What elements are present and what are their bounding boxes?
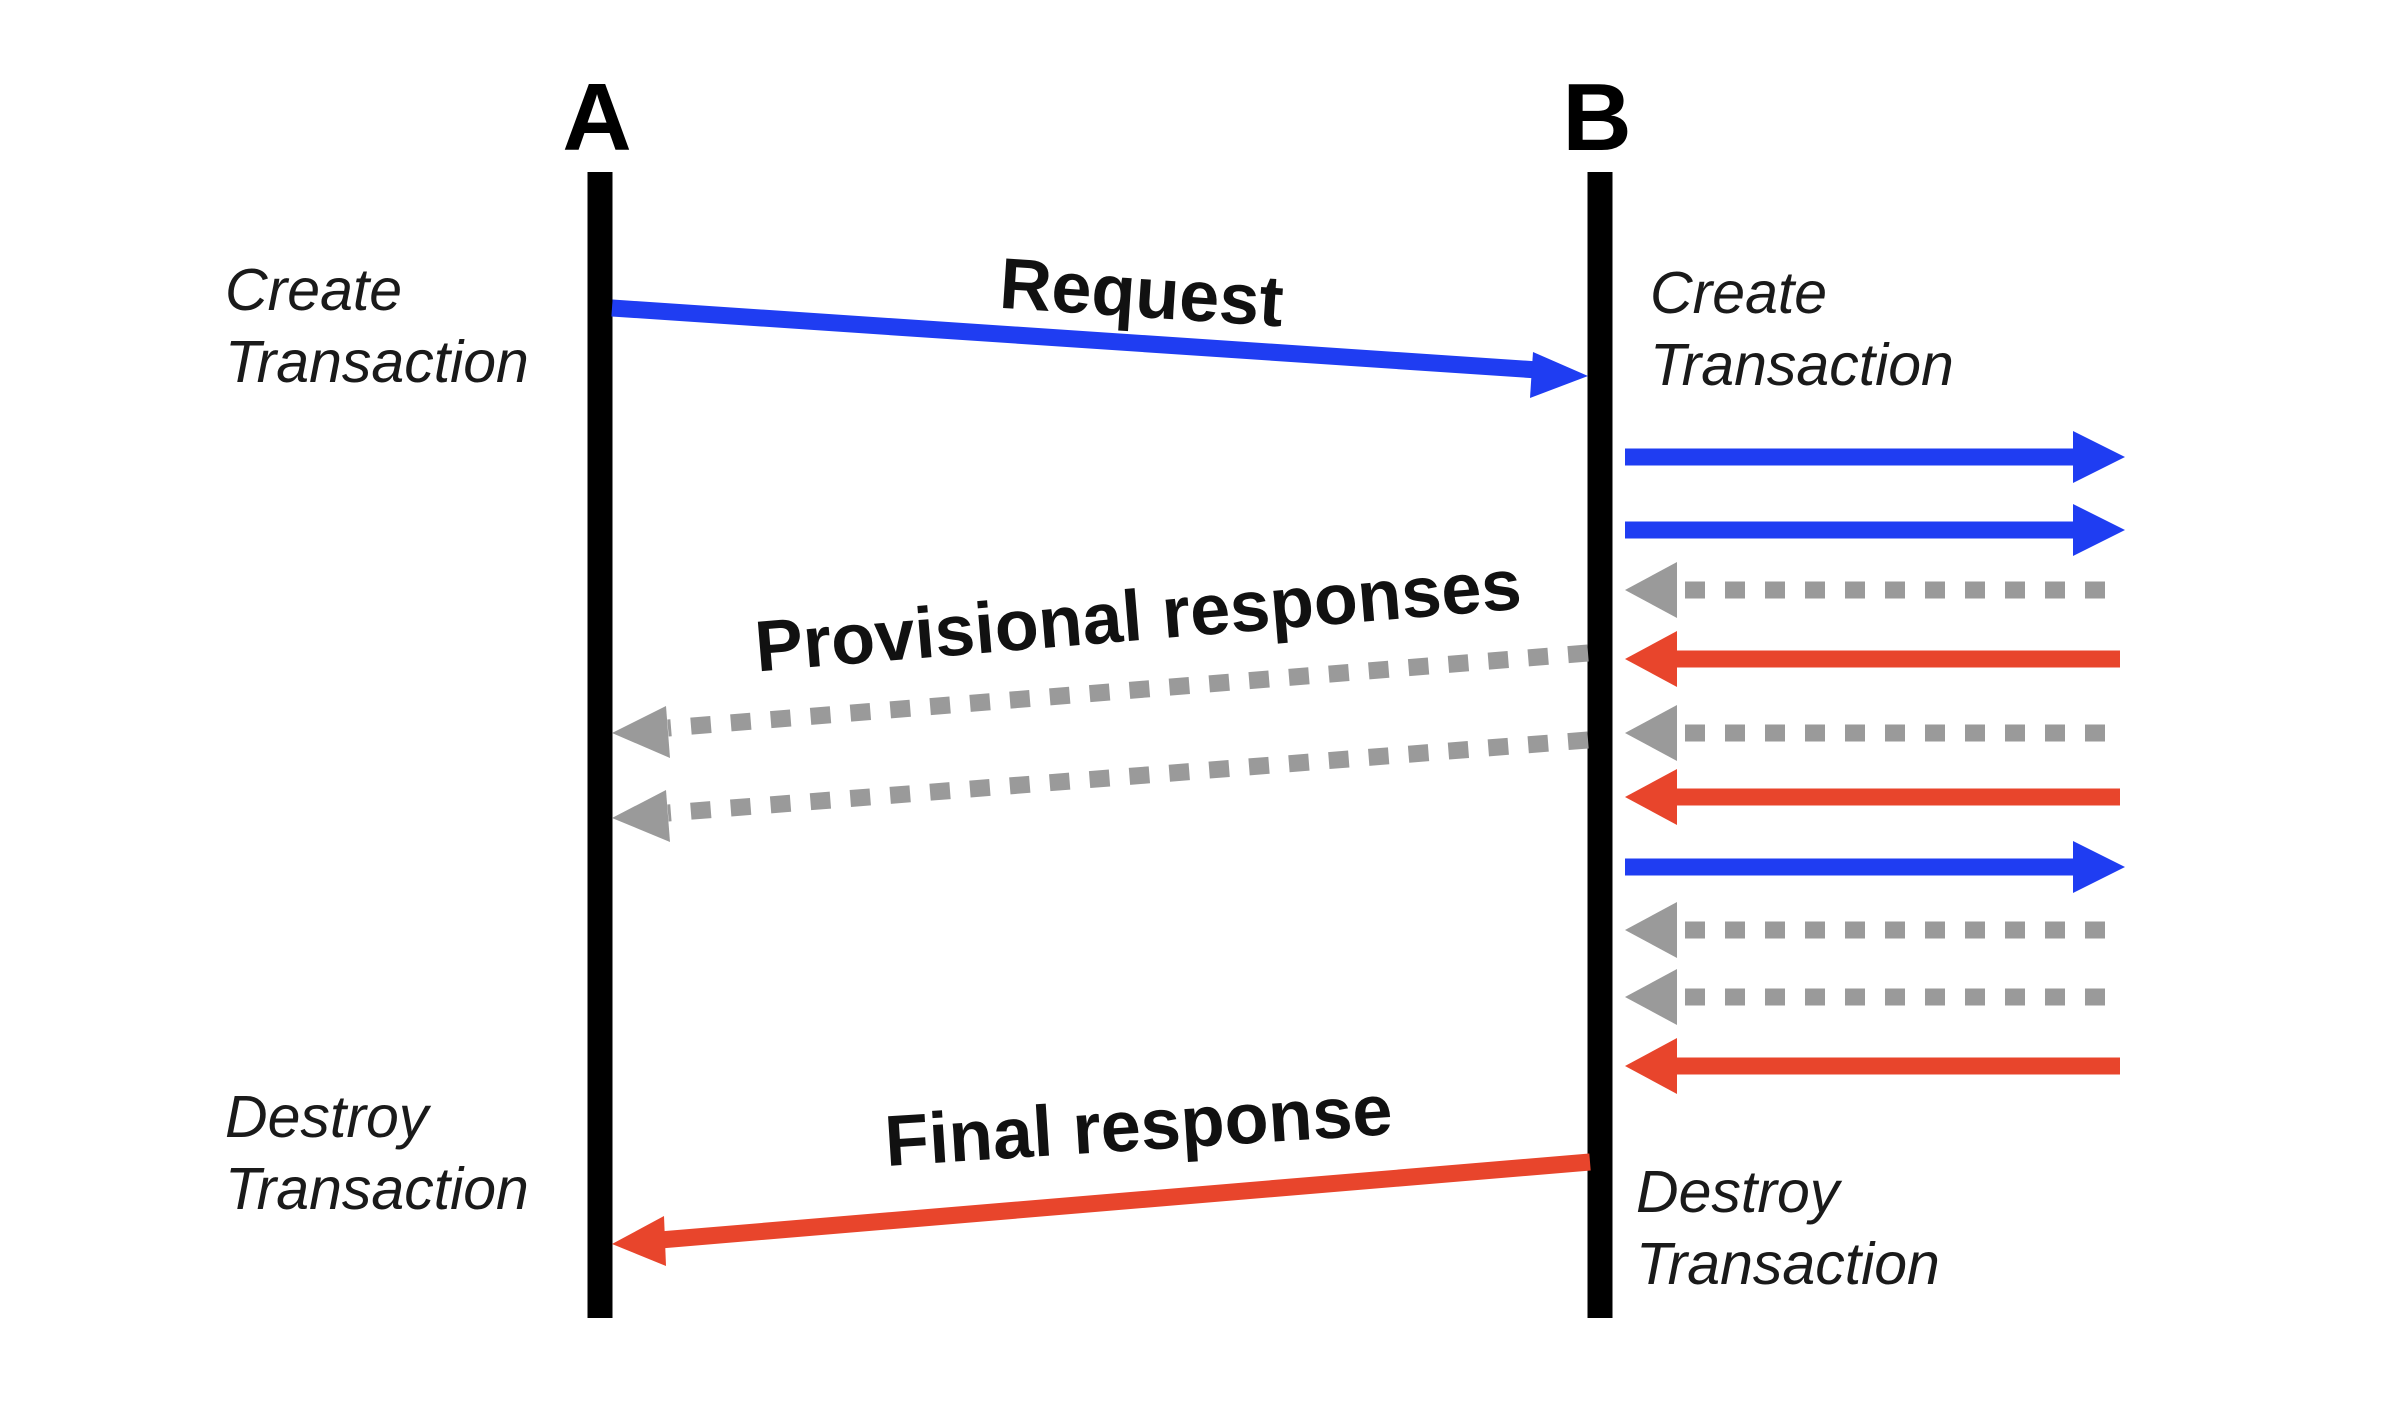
side-arrow-1-head xyxy=(2073,431,2125,483)
side-arrow-10-head xyxy=(1625,1038,1677,1094)
side-arrow-8-provisional xyxy=(1625,902,2120,958)
note-a-destroy: Destroy Transaction xyxy=(225,1084,529,1222)
side-arrow-4-head xyxy=(1625,631,1677,687)
final-arrow-shaft xyxy=(659,1153,1591,1249)
side-arrow-9-head xyxy=(1625,969,1677,1025)
note-a-create-line2: Transaction xyxy=(225,329,529,395)
provisional-arrow-1 xyxy=(612,644,1589,758)
side-arrow-3-head xyxy=(1625,562,1677,618)
side-arrow-9-provisional xyxy=(1625,969,2120,1025)
note-a-create-line1: Create xyxy=(225,257,402,323)
provisional-arrow-2-head xyxy=(612,790,670,842)
side-arrow-7-head xyxy=(2073,841,2125,893)
note-b-create-line2: Transaction xyxy=(1650,332,1954,398)
side-arrow-6-head xyxy=(1625,769,1677,825)
side-arrow-4-final xyxy=(1625,631,2120,687)
side-arrow-2-request xyxy=(1625,504,2125,556)
final-arrow xyxy=(612,1153,1591,1266)
provisional-arrow-1-shaft xyxy=(667,644,1589,737)
provisional-arrow-1-head xyxy=(612,706,670,758)
note-b-create-line1: Create xyxy=(1650,260,1827,326)
note-b-destroy-line2: Transaction xyxy=(1636,1231,1940,1297)
side-arrow-6-final xyxy=(1625,769,2120,825)
note-a-create: Create Transaction xyxy=(225,257,529,395)
note-b-destroy-line1: Destroy xyxy=(1636,1159,1843,1225)
provisional-label: Provisional responses xyxy=(752,545,1524,688)
side-arrow-5-head xyxy=(1625,705,1677,761)
side-arrow-10-final xyxy=(1625,1038,2120,1094)
side-arrow-7-request xyxy=(1625,841,2125,893)
side-arrow-8-head xyxy=(1625,902,1677,958)
request-label: Request xyxy=(997,244,1286,343)
final-arrow-head xyxy=(612,1216,666,1266)
request-arrow-shaft xyxy=(611,299,1539,379)
note-a-destroy-line2: Transaction xyxy=(225,1156,529,1222)
side-arrows-group xyxy=(1625,431,2125,1094)
side-arrow-2-head xyxy=(2073,504,2125,556)
side-arrow-3-provisional xyxy=(1625,562,2120,618)
request-arrow xyxy=(611,299,1588,398)
note-a-destroy-line1: Destroy xyxy=(225,1084,432,1150)
final-label: Final response xyxy=(882,1070,1394,1182)
side-arrow-1-request xyxy=(1625,431,2125,483)
note-b-create: Create Transaction xyxy=(1650,260,1954,398)
note-b-destroy: Destroy Transaction xyxy=(1636,1159,1940,1297)
provisional-arrow-2-shaft xyxy=(667,731,1589,822)
actor-a-label: A xyxy=(562,64,631,171)
actor-b-label: B xyxy=(1562,64,1631,171)
side-arrow-5-provisional xyxy=(1625,705,2120,761)
request-arrow-head xyxy=(1530,352,1588,398)
provisional-arrow-2 xyxy=(612,731,1589,842)
